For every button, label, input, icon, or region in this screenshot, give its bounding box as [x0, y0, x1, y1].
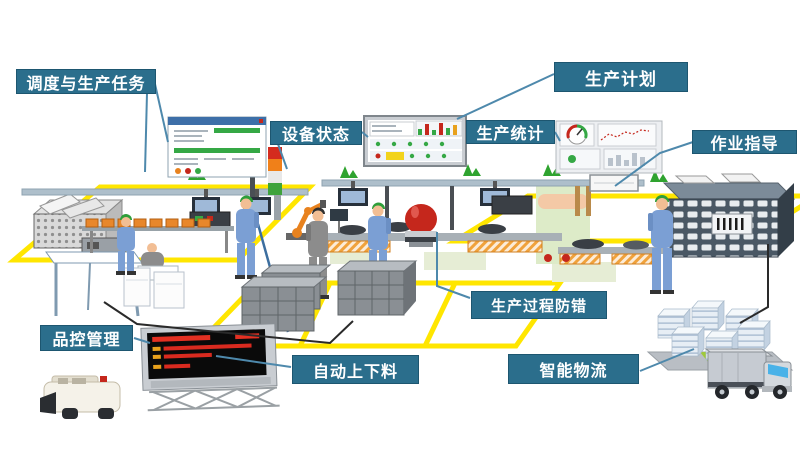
callout-auto-loading: 自动上下料	[292, 355, 419, 384]
conveyor-icon	[82, 218, 666, 265]
dispatch-window	[167, 116, 267, 178]
production-stats-dashboard	[555, 120, 663, 174]
overhead-rail	[21, 150, 645, 234]
andon-tower-icon	[268, 147, 282, 220]
equipment-status-dashboard	[363, 115, 467, 167]
callout-production-stats: 生产统计	[466, 120, 555, 144]
machine-box-icon	[491, 195, 533, 215]
error-proofing-machine-icon	[405, 204, 437, 247]
material-bin-icon	[240, 260, 418, 332]
callout-production-plan: 生产计划	[554, 62, 688, 92]
callout-work-instruction: 作业指导	[692, 130, 797, 154]
callout-error-proofing: 生产过程防错	[471, 291, 607, 319]
callout-equipment-status: 设备状态	[270, 121, 362, 145]
callout-smart-logistics: 智能物流	[508, 354, 639, 384]
work-instruction-display	[589, 174, 639, 192]
storage-rack-icon	[662, 173, 796, 258]
led-message-board-icon	[140, 323, 280, 412]
truck-icon	[704, 348, 792, 399]
callout-scheduling: 调度与生产任务	[16, 69, 156, 94]
seated-operator-icon	[123, 243, 185, 309]
callout-connectors	[103, 73, 769, 372]
callout-quality-control: 品控管理	[40, 325, 133, 351]
robot-arm-icon	[286, 200, 348, 240]
agv-icon	[40, 375, 121, 419]
